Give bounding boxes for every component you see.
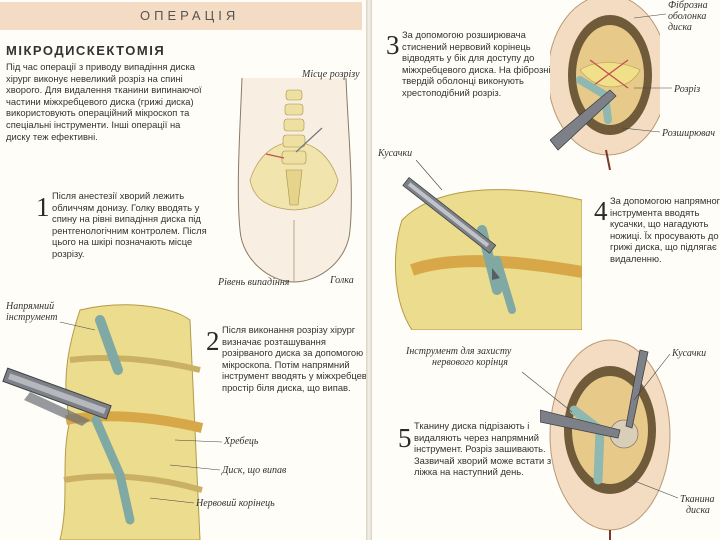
step-2-number: 2 — [206, 328, 220, 355]
left-leader-lines — [0, 0, 366, 540]
step-line: визначає розташування — [222, 336, 366, 348]
step-line: мікроскопа. Потім напрямний — [222, 359, 366, 371]
step-line: розірваного диска за допомогою — [222, 347, 366, 359]
step-line: інструмент вводять у міжхребцевий — [222, 370, 366, 382]
right-leader-lines — [372, 0, 720, 540]
right-page: 3 За допомогою розширювача стиснений нер… — [372, 0, 720, 540]
step-line: Після виконання розрізу хірург — [222, 324, 366, 336]
step-line: простір біля диска, що випав. — [222, 382, 366, 394]
step-2-text: Після виконання розрізу хірург визначає … — [222, 324, 366, 394]
left-page: ОПЕРАЦІЯ МІКРОДИСКЕКТОМІЯ Під час операц… — [0, 0, 366, 540]
